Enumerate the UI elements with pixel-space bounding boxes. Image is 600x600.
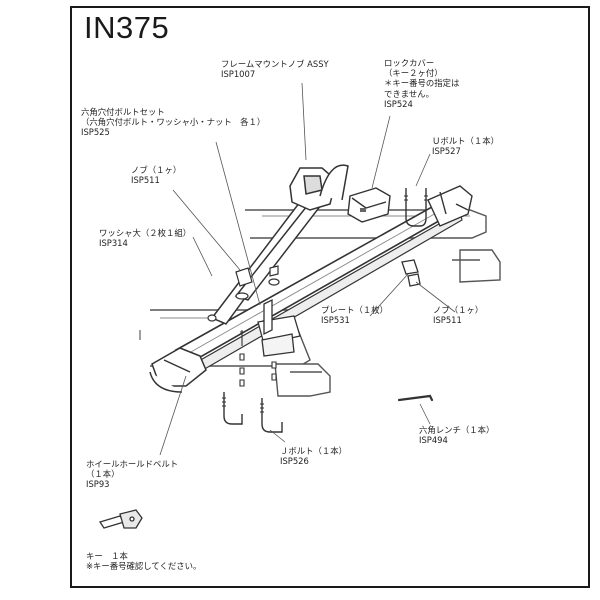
label-j-bolt: Ｊボルト（１本） ISP526	[280, 446, 347, 466]
hex-wrench-name: 六角レンチ（１本）	[419, 425, 495, 435]
u-bolt-part	[404, 188, 428, 227]
key-name: キー １本	[86, 551, 128, 561]
plate-name: プレート（１枚）	[321, 305, 388, 315]
label-wheel-belt: ホイールホールドベルト （１本） ISP93	[86, 459, 178, 490]
hex-bolts	[239, 330, 277, 387]
j-bolt-code: ISP526	[280, 456, 309, 467]
model-number-title: IN375	[84, 10, 170, 45]
frame-mount-knob-code: ISP1007	[221, 69, 256, 80]
knob-right-code: ISP511	[433, 315, 462, 326]
hex-wrench-part	[397, 394, 434, 402]
label-hex-bolt-set: 六角穴付ボルトセット （六角穴付ボルト・ワッシャ小・ナット 各１） ISP525	[81, 107, 265, 138]
wheel-belt-code: ISP93	[86, 479, 110, 490]
u-bolt-code: ISP527	[432, 146, 461, 157]
lock-cover-qty: （キー２ヶ付）	[384, 68, 443, 79]
label-u-bolt: Ｕボルト（１本） ISP527	[432, 136, 499, 156]
label-key: キー １本 ※キー番号確認してください。	[86, 551, 201, 571]
label-lock-cover: ロックカバー （キー２ヶ付） ＊キー番号の指定は できません。 ISP524	[384, 58, 459, 109]
frame-arm	[210, 164, 349, 325]
j-bolt-name: Ｊボルト（１本）	[280, 446, 347, 456]
lock-cover-note1: ＊キー番号の指定は	[384, 78, 460, 89]
hex-bolt-set-name: 六角穴付ボルトセット	[81, 107, 165, 117]
j-bolts	[222, 392, 283, 433]
hex-bolt-set-code: ISP525	[81, 127, 110, 138]
mount-bracket	[257, 298, 301, 357]
hex-wrench-code: ISP494	[419, 435, 448, 446]
front-wheel-holder	[149, 347, 207, 393]
knob-left-code: ISP511	[131, 175, 160, 186]
rear-wheel-holder	[427, 185, 473, 227]
u-bolt-name: Ｕボルト（１本）	[432, 136, 499, 146]
label-plate: プレート（１枚） ISP531	[321, 305, 388, 325]
washer-large-name: ワッシャ大（２枚１組）	[99, 228, 192, 238]
washer-large-code: ISP314	[99, 238, 128, 249]
key-note: ※キー番号確認してください。	[86, 561, 202, 572]
hex-bolt-set-detail: （六角穴付ボルト・ワッシャ小・ナット 各１）	[81, 117, 266, 128]
knob-and-washer-left	[207, 265, 280, 322]
label-knob-left: ノブ（１ヶ） ISP511	[131, 165, 181, 185]
plate-code: ISP531	[321, 315, 350, 326]
wheel-belt-name: ホイールホールドベルト	[86, 459, 179, 469]
label-washer-large: ワッシャ大（２枚１組） ISP314	[99, 228, 191, 248]
knob-left-name: ノブ（１ヶ）	[131, 165, 182, 175]
lock-cover-note2: できません。	[384, 88, 434, 99]
label-frame-mount-knob: フレームマウントノブ ASSY ISP1007	[221, 59, 329, 79]
lock-cover-name: ロックカバー	[384, 58, 435, 68]
label-hex-wrench: 六角レンチ（１本） ISP494	[419, 425, 494, 445]
key-part	[98, 509, 143, 529]
diagram-frame	[70, 6, 590, 588]
lock-cover-code: ISP524	[384, 98, 413, 109]
lock-cover-part	[347, 187, 391, 223]
label-knob-right: ノブ（１ヶ） ISP511	[433, 305, 483, 325]
leader-lines	[159, 82, 456, 456]
knob-right-name: ノブ（１ヶ）	[433, 305, 484, 315]
plate-and-knob-right	[401, 259, 421, 287]
wheel-belt-qty: （１本）	[86, 469, 120, 480]
bike-tray	[174, 196, 463, 375]
frame-mount-knob-name: フレームマウントノブ ASSY	[221, 59, 329, 69]
